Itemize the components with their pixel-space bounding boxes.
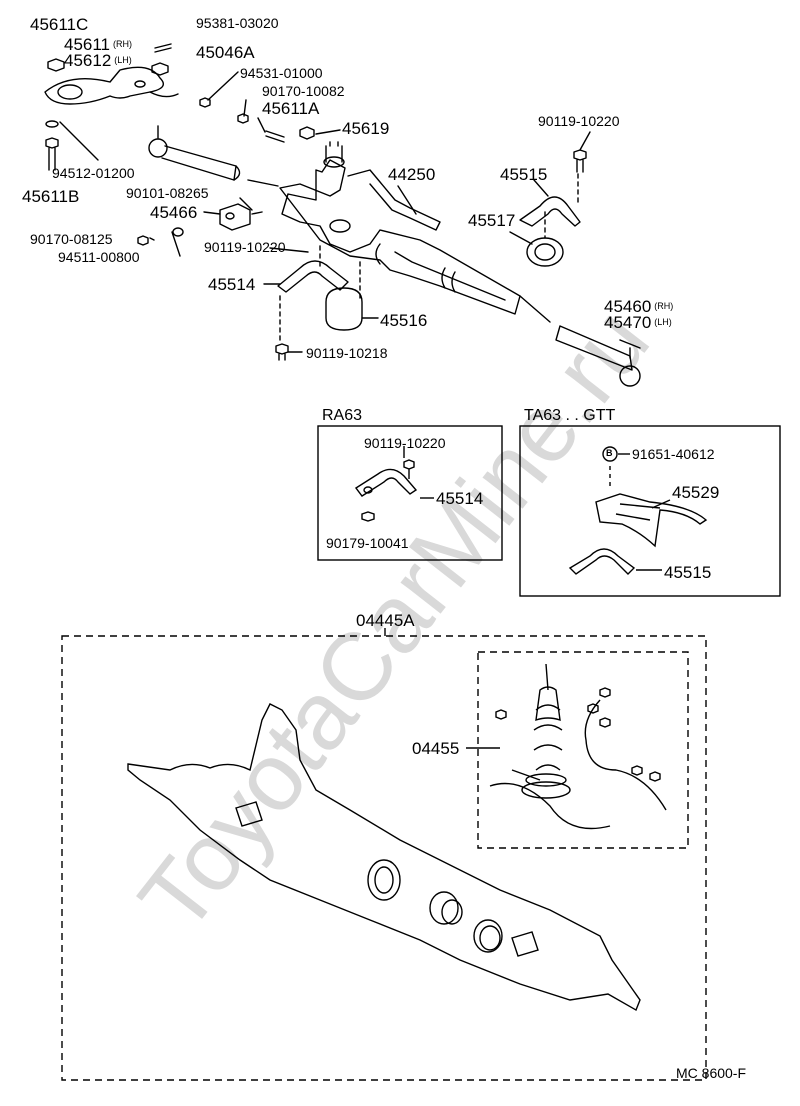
label-45611A: 45611A — [262, 99, 320, 118]
kit-04455-box — [477, 651, 689, 849]
pin-95381 — [154, 43, 172, 53]
label-45470-number: 45470 — [604, 313, 652, 332]
label-45514: 45514 — [208, 275, 256, 294]
label-94511-00800: 94511-00800 — [58, 249, 140, 265]
label-45611: 45611(RH) — [64, 36, 132, 53]
ra63-title: RA63 — [322, 407, 363, 424]
label-45612-side: (LH) — [114, 55, 132, 65]
ra63-label-90119-10220: 90119-10220 — [364, 435, 446, 451]
label-94512-01200: 94512-01200 — [52, 165, 135, 181]
label-45611B: 45611B — [22, 187, 80, 206]
label-45470-side: (LH) — [654, 317, 672, 327]
label-90170-10082: 90170-10082 — [262, 83, 345, 99]
label-45470: 45470(LH) — [604, 314, 672, 331]
label-90119-10220-top: 90119-10220 — [538, 113, 620, 129]
ta63-title: TA63 . . GTT — [524, 407, 616, 424]
ta63-label-45529: 45529 — [672, 483, 720, 502]
label-45466: 45466 — [150, 203, 198, 222]
ra63-label-90179-10041: 90179-10041 — [326, 535, 409, 551]
label-45619: 45619 — [342, 119, 390, 138]
bracket-45611-drawing — [44, 66, 179, 105]
label-45612-number: 45612 — [64, 51, 112, 70]
label-04455: 04455 — [412, 739, 460, 758]
footer-code: MC 8600-F — [676, 1065, 747, 1081]
label-90101-08265: 90101-08265 — [126, 185, 209, 201]
ra63-label-45514: 45514 — [436, 489, 484, 508]
nut-45046A — [151, 62, 169, 76]
ta63-badge-b: B — [606, 448, 613, 458]
label-45046A: 45046A — [196, 43, 255, 62]
label-45517: 45517 — [468, 211, 516, 230]
label-45611-number: 45611 — [64, 35, 111, 54]
label-90119-10218: 90119-10218 — [306, 345, 388, 361]
label-95381-03020: 95381-03020 — [196, 15, 279, 31]
ra63-box — [317, 425, 503, 561]
label-94531-01000: 94531-01000 — [240, 65, 323, 81]
label-90170-08125: 90170-08125 — [30, 231, 113, 247]
label-44250: 44250 — [388, 165, 436, 184]
label-04445A: 04445A — [356, 611, 415, 630]
label-45515: 45515 — [500, 165, 548, 184]
label-45612: 45612(LH) — [64, 52, 132, 69]
ta63-label-91651-40612: 91651-40612 — [632, 446, 715, 462]
label-45611-side: (RH) — [113, 39, 133, 49]
label-45611C: 45611C — [30, 15, 89, 34]
label-45460-side: (RH) — [654, 301, 674, 311]
ta63-box — [519, 425, 781, 597]
label-45460: 45460(RH) — [604, 298, 673, 315]
nut-45611C — [47, 58, 65, 72]
tie-rod-end-left-drawing — [148, 125, 241, 181]
steering-rack-drawing — [247, 141, 551, 323]
label-90119-10220-mid: 90119-10220 — [204, 239, 286, 255]
tie-rod-end-right-drawing — [555, 325, 641, 387]
ta63-label-45515: 45515 — [664, 563, 712, 582]
label-45460-number: 45460 — [604, 297, 652, 316]
label-45516: 45516 — [380, 311, 428, 330]
